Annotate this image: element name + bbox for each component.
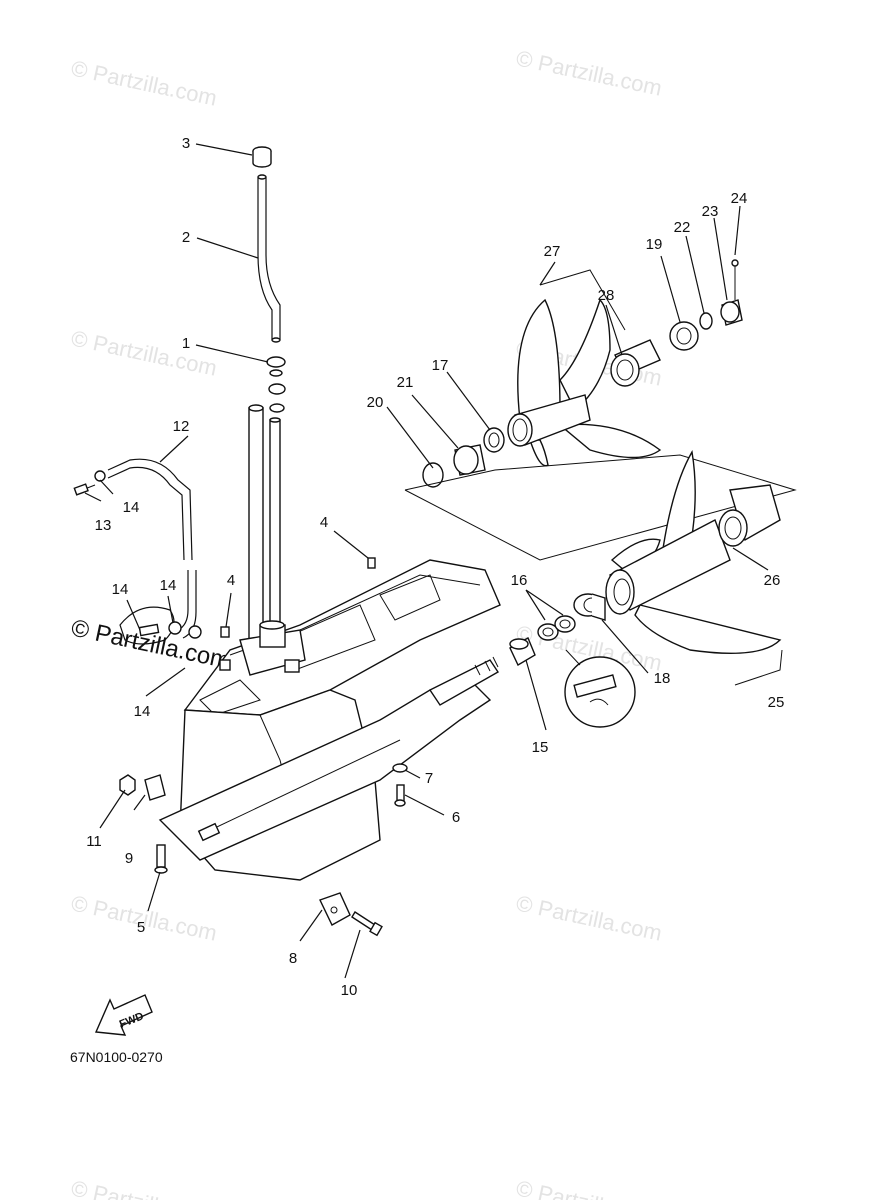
watermark: © Partzilla.com: [514, 1175, 664, 1200]
callout-8: 8: [289, 950, 297, 967]
callout-14: 14: [134, 703, 151, 720]
watermark: © Partzilla.com: [69, 1175, 219, 1200]
callout-14: 14: [123, 499, 140, 516]
callout-17: 17: [432, 357, 449, 374]
hose-assembly: [73, 458, 202, 645]
callout-4: 4: [320, 514, 328, 531]
watermark: © Partzilla.com: [69, 325, 219, 380]
callout-10: 10: [341, 982, 358, 999]
callout-1: 1: [182, 335, 190, 352]
callout-6: 6: [452, 809, 460, 826]
callout-22: 22: [674, 219, 691, 236]
leader-lines: [84, 143, 769, 979]
callout-20: 20: [367, 394, 384, 411]
propeller-lower: [404, 449, 797, 686]
fwd-arrow-icon: FWD: [94, 994, 153, 1036]
callout-26: 26: [764, 572, 781, 589]
callout-13: 13: [95, 517, 112, 534]
callout-19: 19: [646, 236, 663, 253]
callout-18: 18: [654, 670, 671, 687]
callout-4: 4: [227, 572, 235, 589]
callout-24: 24: [731, 190, 748, 207]
callout-14: 14: [160, 577, 177, 594]
lower-unit-housing: [158, 559, 501, 881]
callout-21: 21: [397, 374, 414, 391]
callout-7: 7: [425, 770, 433, 787]
figure-code: 67N0100-0270: [70, 1049, 163, 1065]
callout-16: 16: [511, 572, 528, 589]
callout-5: 5: [137, 919, 145, 936]
water-tube-assembly: [248, 146, 286, 654]
callout-12: 12: [173, 418, 190, 435]
callout-27: 27: [544, 243, 561, 260]
callout-23: 23: [702, 203, 719, 220]
callout-11: 11: [86, 833, 102, 850]
watermark: © Partzilla.com: [514, 45, 664, 100]
callout-28: 28: [598, 287, 615, 304]
small-parts: [119, 557, 636, 937]
propeller-upper: [422, 259, 743, 488]
watermark: © Partzilla.com: [514, 890, 664, 945]
watermark: © Partzilla.com: [69, 614, 233, 674]
callout-15: 15: [532, 739, 549, 756]
callout-9: 9: [125, 850, 133, 867]
callouts: 1 2 3 4 4 5 6 7 8 9 10 11 12 13 14 14 14…: [86, 135, 784, 999]
callout-14: 14: [112, 581, 129, 598]
callout-2: 2: [182, 229, 190, 246]
callout-25: 25: [768, 694, 785, 711]
watermark: © Partzilla.com: [69, 55, 219, 110]
callout-3: 3: [182, 135, 190, 152]
